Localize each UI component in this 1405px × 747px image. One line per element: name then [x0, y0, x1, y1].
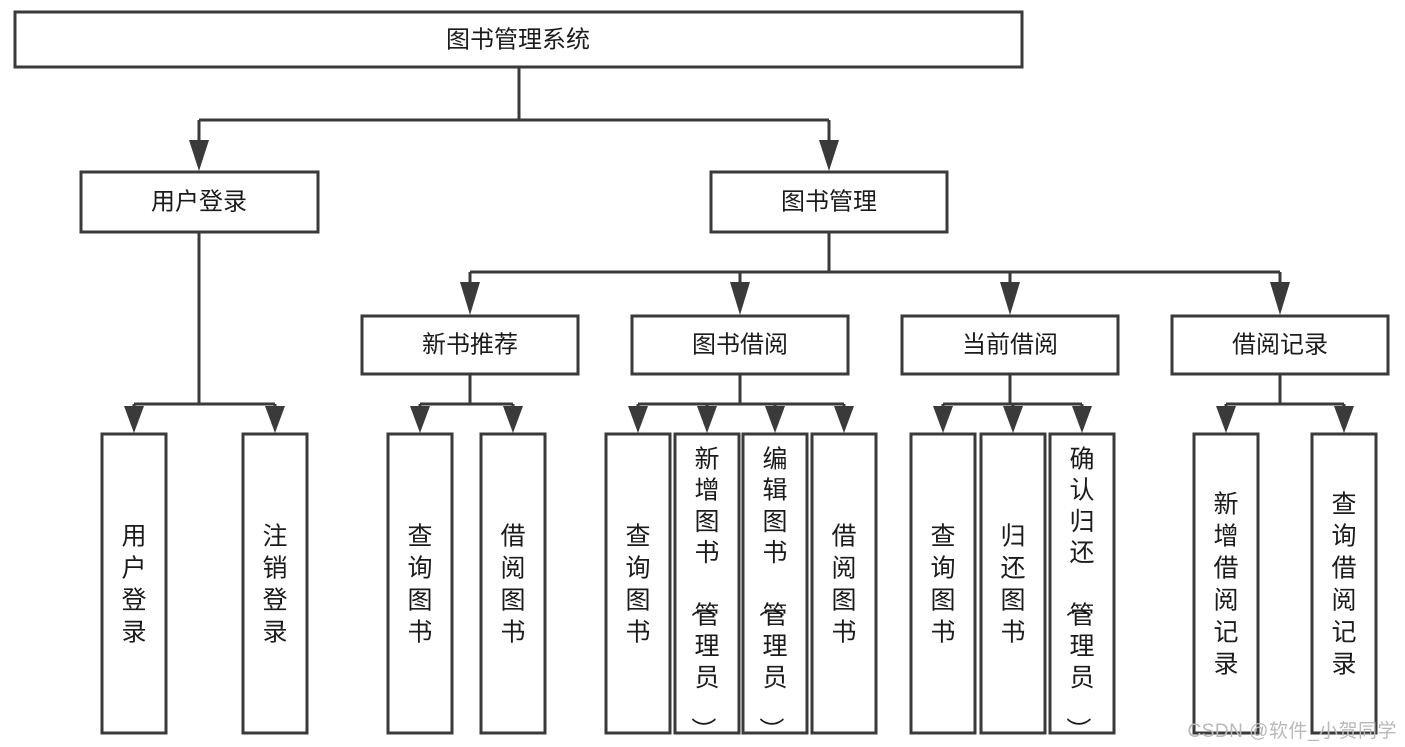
arrowhead-book-borrow	[730, 282, 750, 315]
node-book-borrow-box[interactable]	[630, 314, 850, 376]
leaf-bor-borrow-book-label: 借阅图书	[831, 523, 856, 647]
leaf-confirm-return-admin[interactable]: 确认归还（管理员）	[1048, 432, 1116, 742]
leaf-new-query-book[interactable]: 查询图书	[386, 432, 454, 735]
leaf-logout-box[interactable]	[241, 432, 309, 735]
leaf-add-borrow-record-box[interactable]	[1192, 432, 1260, 735]
leaf-bor-borrow-book-box[interactable]	[810, 432, 878, 735]
arrowhead-leaf-l02	[265, 406, 285, 433]
node-book-borrow[interactable]: 图书借阅	[630, 314, 850, 376]
leaf-bor-query-book-label: 查询图书	[625, 523, 650, 647]
leaf-user-login-box[interactable]	[100, 432, 168, 735]
node-book-borrow-label: 图书借阅	[692, 331, 788, 358]
node-root-label: 图书管理系统	[446, 26, 590, 53]
leaf-confirm-return-admin-label: 确认归还（管理员）	[1063, 445, 1094, 742]
node-new-book-recommend-box[interactable]	[360, 314, 580, 376]
leaf-add-borrow-record-label: 新增借阅记录	[1213, 491, 1238, 679]
leaf-new-query-book-label: 查询图书	[407, 523, 432, 647]
arrowhead-leaf-l31	[933, 406, 953, 433]
leaf-logout-label: 注销登录	[262, 523, 287, 647]
leaf-new-borrow-book-box[interactable]	[479, 432, 547, 735]
leaf-add-book-admin-box[interactable]	[673, 432, 741, 735]
arrowhead-new-book	[460, 282, 480, 315]
leaf-return-book[interactable]: 归还图书	[979, 432, 1047, 735]
node-new-book-recommend[interactable]: 新书推荐	[360, 314, 580, 376]
node-user-login-box[interactable]	[79, 170, 320, 234]
node-current-borrow[interactable]: 当前借阅	[900, 314, 1120, 376]
arrowhead-book-manage	[819, 140, 839, 171]
leaf-add-book-admin[interactable]: 新增图书（管理员）	[673, 432, 741, 742]
csdn-watermark: CSDN @软件_小贺同学	[1187, 721, 1397, 742]
leaf-bor-query-book[interactable]: 查询图书	[604, 432, 672, 735]
leaf-query-borrow-record-label: 查询借阅记录	[1331, 491, 1356, 679]
arrowhead-leaf-l22	[697, 406, 717, 433]
node-root[interactable]: 图书管理系统	[13, 10, 1024, 69]
leaf-user-login-label: 用户登录	[121, 523, 146, 647]
leaf-new-borrow-book-label: 借阅图书	[500, 523, 525, 647]
leaf-add-borrow-record[interactable]: 新增借阅记录	[1192, 432, 1260, 735]
leaf-cur-query-book[interactable]: 查询图书	[909, 432, 977, 735]
leaf-new-borrow-book[interactable]: 借阅图书	[479, 432, 547, 735]
connector-layer	[124, 67, 1354, 433]
node-book-manage-box[interactable]	[709, 170, 949, 234]
node-book-manage[interactable]: 图书管理	[709, 170, 949, 234]
leaf-query-borrow-record[interactable]: 查询借阅记录	[1310, 432, 1378, 735]
leaf-user-login[interactable]: 用户登录	[100, 432, 168, 735]
node-current-borrow-label: 当前借阅	[962, 331, 1058, 358]
arrowhead-leaf-l33	[1072, 406, 1092, 433]
node-borrow-record[interactable]: 借阅记录	[1170, 314, 1390, 376]
node-borrow-record-box[interactable]	[1170, 314, 1390, 376]
arrowhead-leaf-l32	[1003, 406, 1023, 433]
leaf-new-query-book-box[interactable]	[386, 432, 454, 735]
leaf-return-book-box[interactable]	[979, 432, 1047, 735]
arrowhead-borrow-record	[1270, 282, 1290, 315]
arrowhead-leaf-l42	[1334, 406, 1354, 433]
leaf-edit-book-admin[interactable]: 编辑图书（管理员）	[741, 432, 809, 742]
node-book-manage-label: 图书管理	[781, 188, 877, 215]
arrowhead-user-login	[189, 140, 209, 171]
node-borrow-record-label: 借阅记录	[1232, 331, 1328, 358]
arrowhead-leaf-l12	[503, 406, 523, 433]
node-user-login-label: 用户登录	[151, 188, 247, 215]
leaf-confirm-return-admin-box[interactable]	[1048, 432, 1116, 735]
arrowhead-leaf-l41	[1216, 406, 1236, 433]
leaf-return-book-label: 归还图书	[1000, 523, 1025, 647]
node-root-box[interactable]	[13, 10, 1024, 69]
node-new-book-recommend-label: 新书推荐	[422, 331, 518, 358]
node-user-login[interactable]: 用户登录	[79, 170, 320, 234]
leaf-edit-book-admin-label: 编辑图书（管理员）	[756, 445, 787, 742]
node-layer: 图书管理系统 用户登录 图书管理 新书推荐 图书借阅	[13, 10, 1390, 742]
leaf-add-book-admin-label: 新增图书（管理员）	[688, 445, 719, 742]
leaf-cur-query-book-label: 查询图书	[930, 523, 955, 647]
leaf-bor-borrow-book[interactable]: 借阅图书	[810, 432, 878, 735]
leaf-bor-query-book-box[interactable]	[604, 432, 672, 735]
arrowhead-leaf-l21	[628, 406, 648, 433]
leaf-edit-book-admin-box[interactable]	[741, 432, 809, 735]
node-current-borrow-box[interactable]	[900, 314, 1120, 376]
arrowhead-leaf-l24	[834, 406, 854, 433]
leaf-logout[interactable]: 注销登录	[241, 432, 309, 735]
arrowhead-leaf-l11	[410, 406, 430, 433]
arrowhead-leaf-l01	[124, 406, 144, 433]
arrowhead-current-borrow	[1000, 282, 1020, 315]
arrowhead-leaf-l23	[765, 406, 785, 433]
leaf-query-borrow-record-box[interactable]	[1310, 432, 1378, 735]
leaf-cur-query-book-box[interactable]	[909, 432, 977, 735]
